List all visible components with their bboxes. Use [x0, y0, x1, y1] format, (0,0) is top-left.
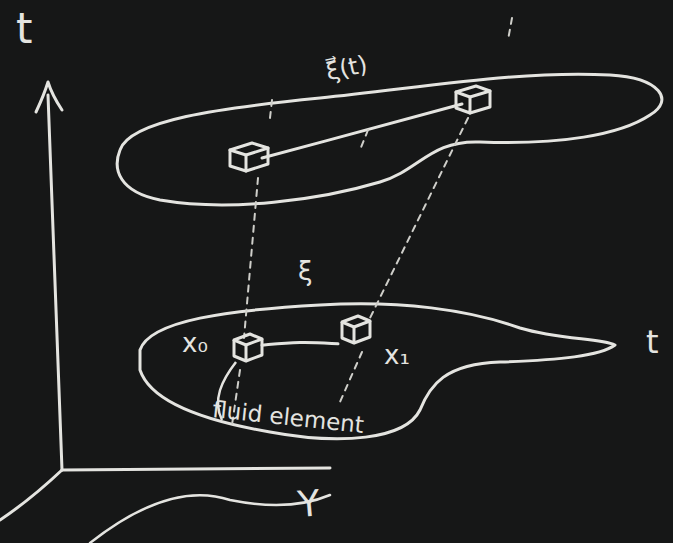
position-label: x₁ — [384, 342, 410, 368]
board-label: ξ — [298, 258, 313, 284]
board-label: ξ⃗(t) — [324, 52, 370, 84]
pathline — [270, 100, 272, 118]
fluid-element-cube — [456, 86, 490, 113]
space-axis — [62, 468, 330, 470]
pathline — [360, 130, 368, 150]
fluid-element: x₁ — [338, 312, 422, 374]
space-axis — [0, 470, 62, 520]
axis-arrowhead — [36, 82, 62, 112]
fluid-element-cube — [230, 143, 268, 171]
surface-curve — [90, 495, 330, 543]
pathline — [370, 118, 468, 318]
position-label: x₀ — [182, 330, 208, 356]
pathline — [244, 178, 258, 338]
time-axis — [48, 95, 62, 470]
board-label: t — [16, 8, 32, 50]
material-line — [262, 342, 338, 345]
board-label: Y — [296, 485, 321, 523]
fluid-element: x₀ — [180, 326, 262, 366]
board-label: t — [646, 326, 659, 358]
material-region-initial — [140, 304, 615, 439]
material-line — [262, 104, 462, 158]
material-region-later — [117, 74, 662, 205]
pathline — [508, 18, 512, 40]
pathline — [340, 352, 362, 402]
board-label: fluid element — [211, 398, 365, 437]
